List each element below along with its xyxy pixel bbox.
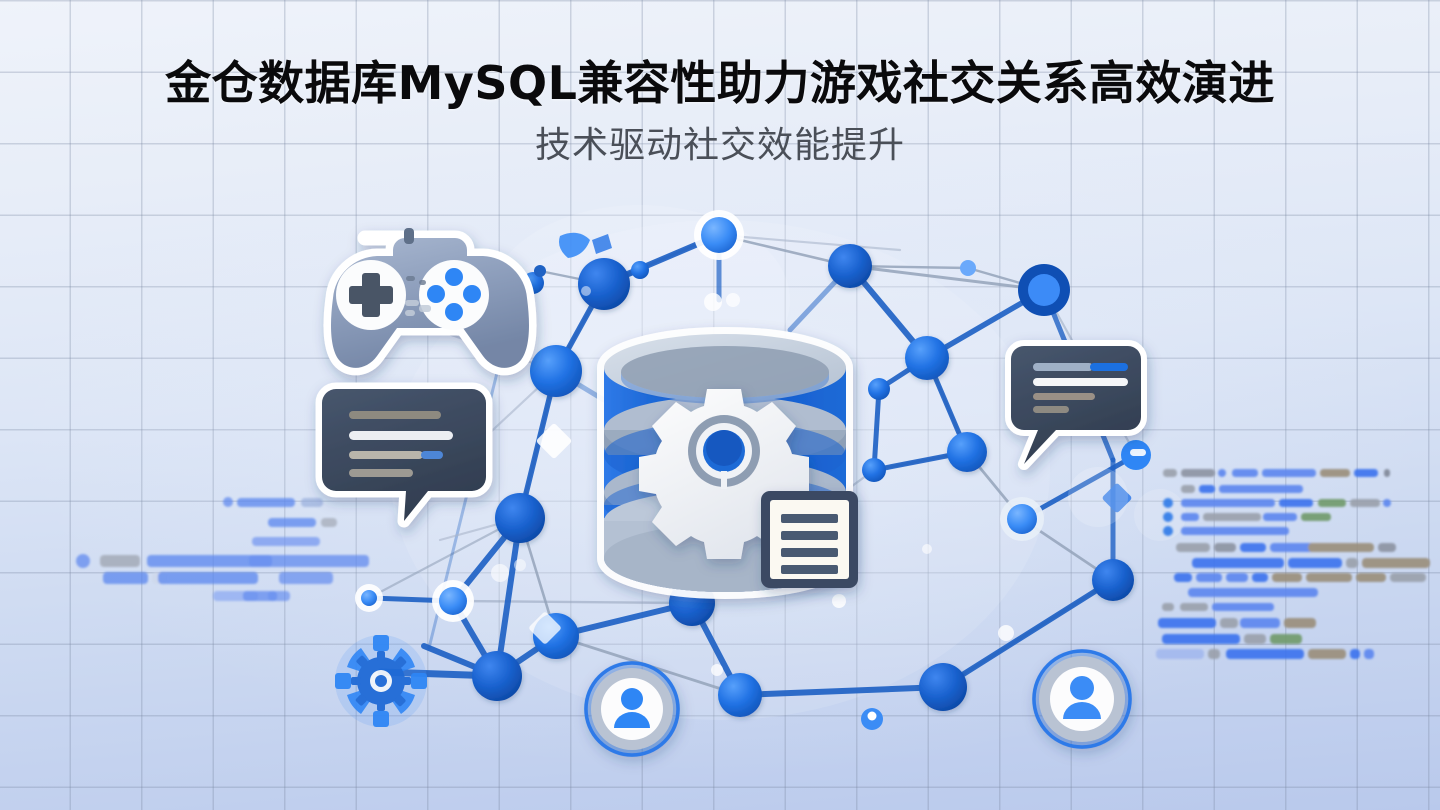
chat-bubble-right-lines (1033, 363, 1128, 413)
decorative-shapes (491, 232, 1186, 644)
chat-bubble-left-lines (349, 411, 453, 477)
chat-bubble-right-icon (1005, 340, 1147, 470)
chat-bubble-left-icon (315, 382, 493, 528)
gamepad-icon (323, 228, 537, 376)
cog-node-icon (335, 635, 427, 727)
headings-block: 金仓数据库MySQL兼容性助力游戏社交关系高效演进 技术驱动社交效能提升 (0, 56, 1440, 167)
user-avatar-icon-right (1032, 649, 1132, 749)
code-block-right (1156, 469, 1430, 659)
page-title: 金仓数据库MySQL兼容性助力游戏社交关系高效演进 (165, 56, 1275, 110)
code-block-left (76, 497, 369, 601)
user-avatar-icon-left (584, 661, 680, 757)
document-icon (761, 491, 858, 588)
document-lines (781, 514, 838, 574)
network-nodes (355, 210, 1151, 730)
page-subtitle: 技术驱动社交效能提升 (534, 125, 905, 167)
